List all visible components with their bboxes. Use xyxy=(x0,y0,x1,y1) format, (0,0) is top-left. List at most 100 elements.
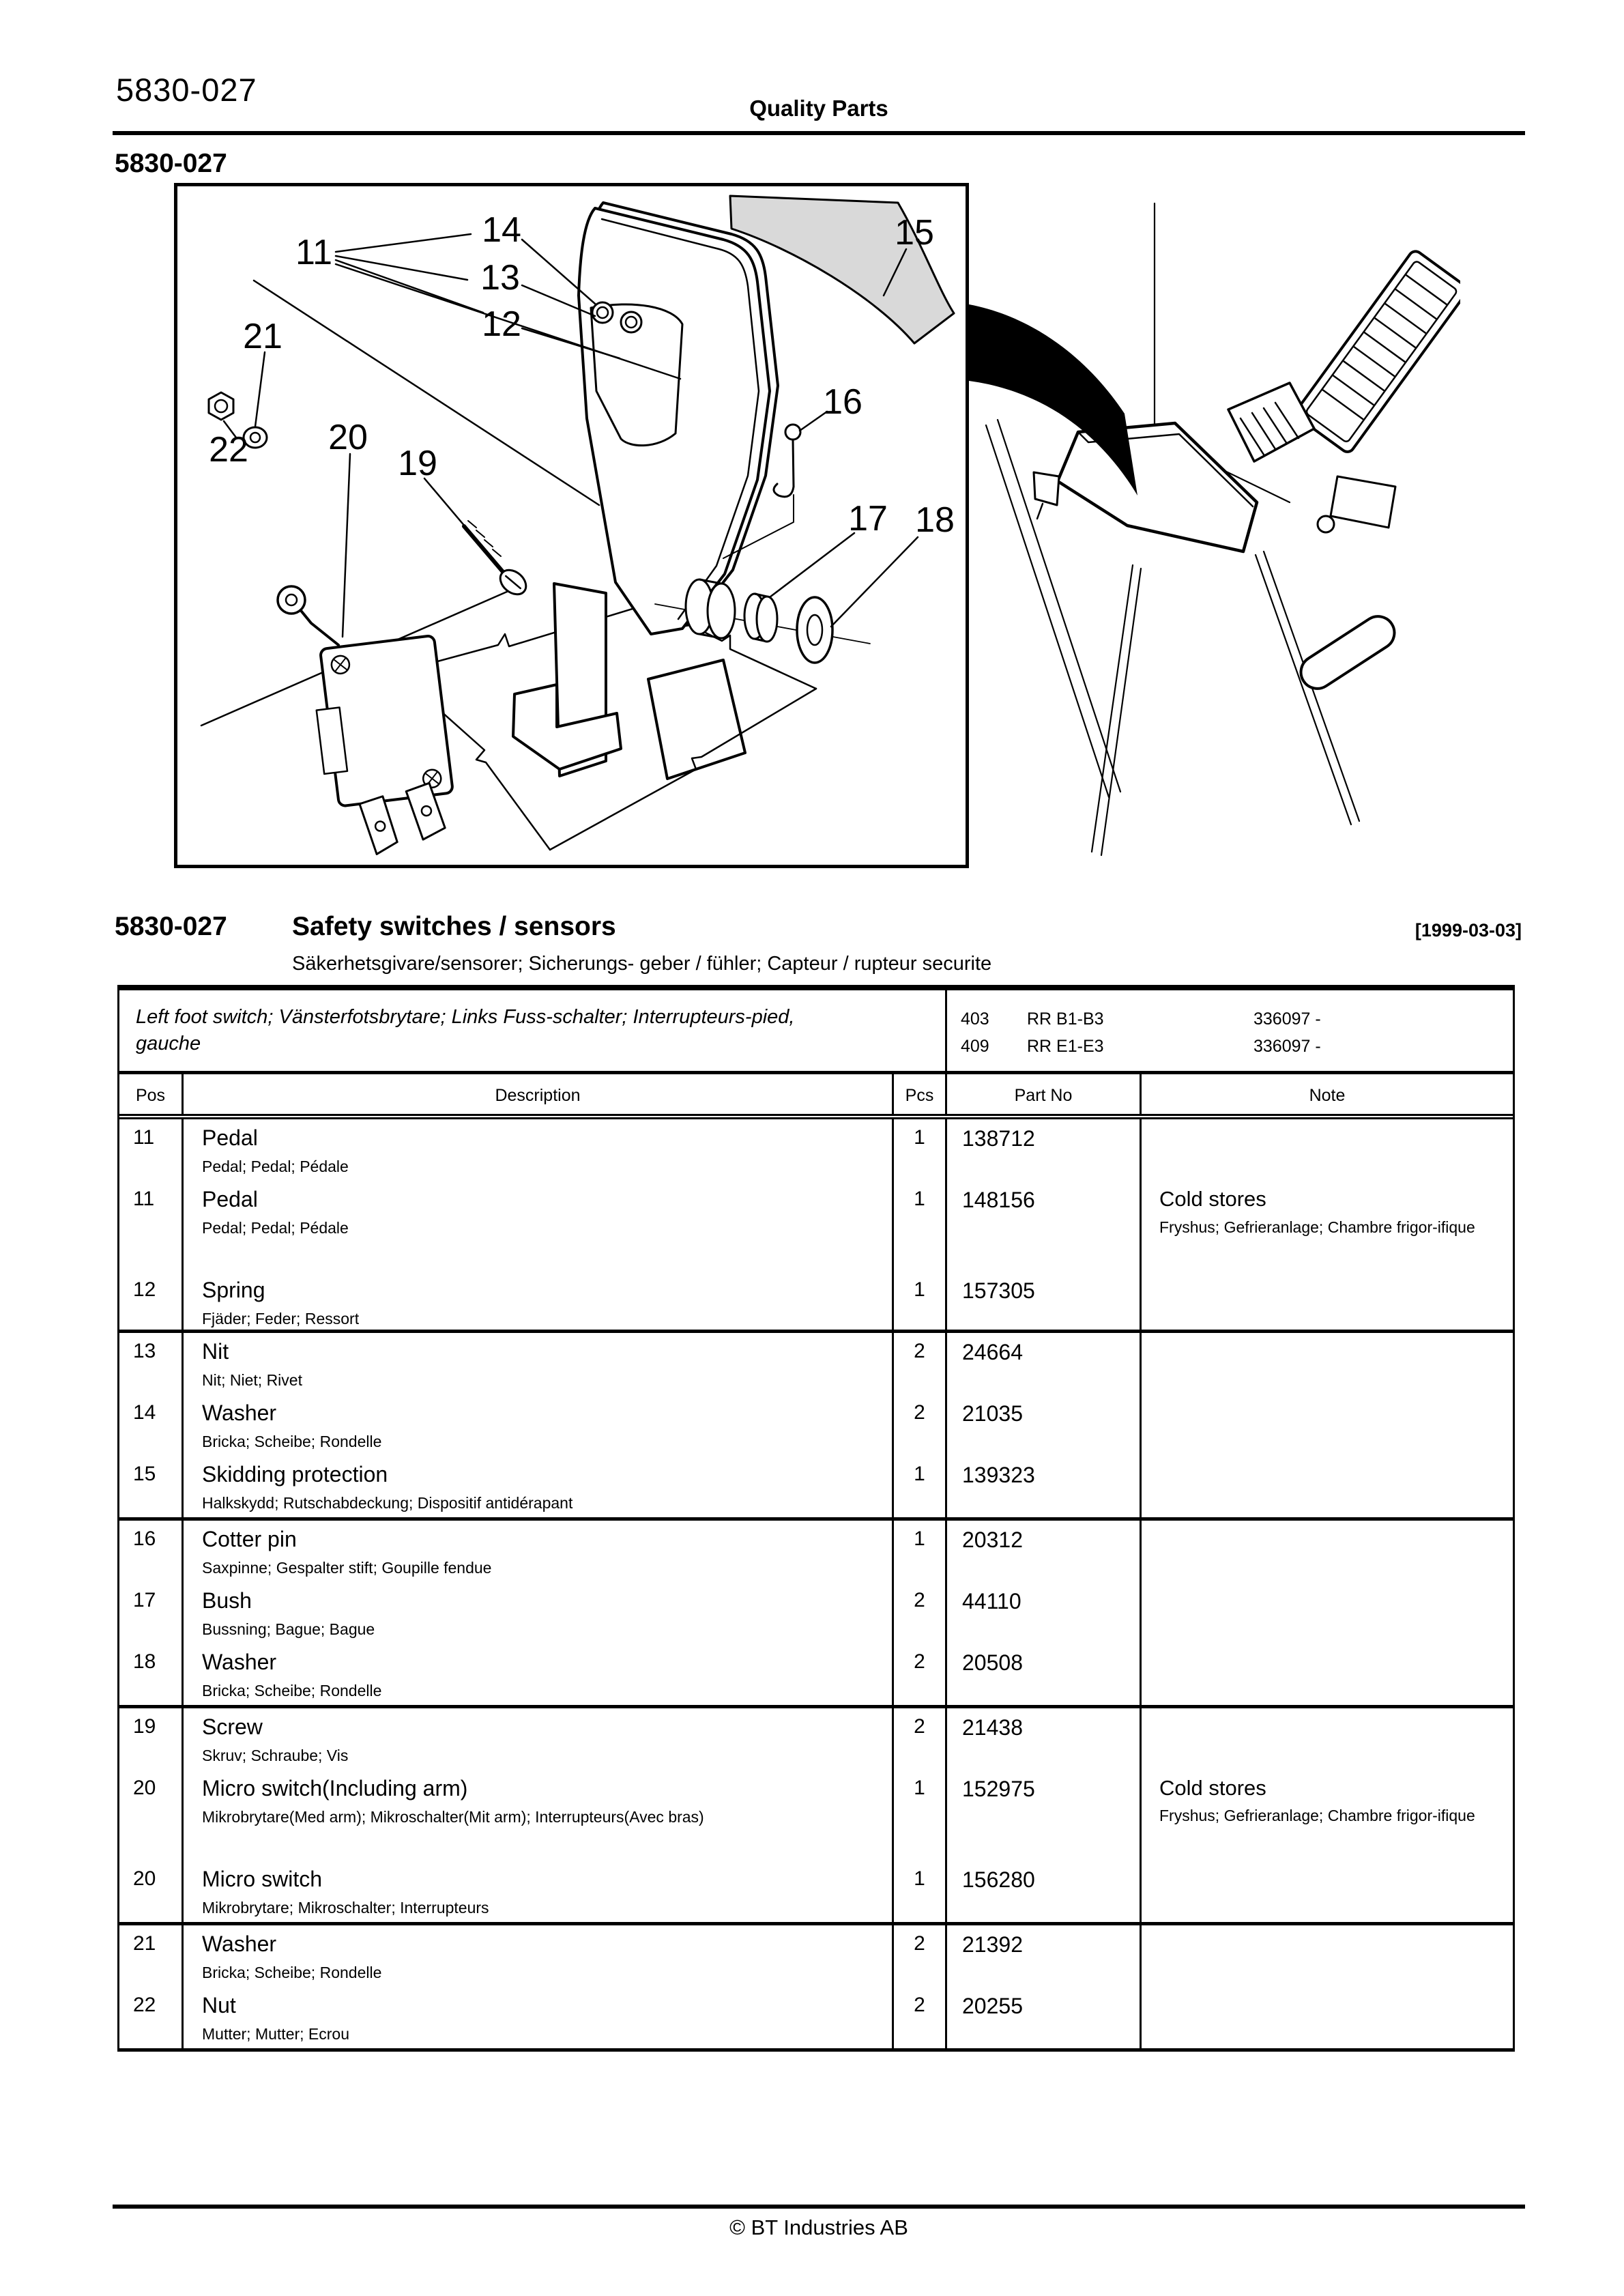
parts-table: Left foot switch; Vänsterfotsbrytare; Li… xyxy=(117,985,1515,2052)
row-description: Washer Bricka; Scheibe; Rondelle xyxy=(184,1925,894,1987)
row-pcs: 2 xyxy=(894,1708,947,1770)
table-group: 19 Screw Skruv; Schraube; Vis 2 21438 20… xyxy=(119,1704,1513,1922)
column-header-pos: Pos xyxy=(119,1074,184,1114)
row-note xyxy=(1142,1987,1513,2048)
inner-panel xyxy=(590,303,684,447)
row-pcs: 1 xyxy=(894,1455,947,1517)
row-pos: 20 xyxy=(119,1860,184,1922)
table-group: 11 Pedal Pedal; Pedal; Pédale 1 138712 1… xyxy=(119,1119,1513,1330)
description-main: Micro switch xyxy=(202,1866,323,1891)
row-pos: 11 xyxy=(119,1181,184,1272)
row-partno: 20312 xyxy=(947,1520,1142,1582)
description-main: Washer xyxy=(202,1649,277,1674)
description-sub: Skruv; Schraube; Vis xyxy=(202,1746,349,1764)
variant-name: Left foot switch; Vänsterfotsbrytare; Li… xyxy=(119,990,947,1071)
row-description: Washer Bricka; Scheibe; Rondelle xyxy=(184,1394,894,1456)
table-group: 21 Washer Bricka; Scheibe; Rondelle 2 21… xyxy=(119,1921,1513,2048)
description-main: Bush xyxy=(202,1588,252,1613)
row-pos: 17 xyxy=(119,1581,184,1644)
skid-protection xyxy=(729,195,955,345)
description-sub: Bricka; Scheibe; Rondelle xyxy=(202,1681,382,1699)
row-description: Spring Fjäder; Feder; Ressort xyxy=(184,1272,894,1330)
table-row: 20 Micro switch(Including arm) Mikrobryt… xyxy=(119,1769,1513,1861)
row-pos: 22 xyxy=(119,1986,184,2048)
figure-code: 5830-027 xyxy=(115,149,227,178)
row-partno: 21035 xyxy=(947,1394,1142,1456)
pivot-hub xyxy=(684,578,736,640)
footer-rule xyxy=(113,2205,1525,2209)
row-pos: 16 xyxy=(119,1520,184,1582)
description-sub: Mikrobrytare(Med arm); Mikroschalter(Mit… xyxy=(202,1807,704,1826)
table-row: 16 Cotter pin Saxpinne; Gespalter stift;… xyxy=(119,1520,1513,1582)
exploded-view-figure: 11 12 13 14 15 16 17 18 19 20 21 22 xyxy=(174,183,969,868)
pedal-bracket xyxy=(512,582,746,780)
row-note xyxy=(1142,1333,1513,1394)
description-main: Micro switch(Including arm) xyxy=(202,1775,468,1800)
description-sub: Pedal; Pedal; Pédale xyxy=(202,1157,349,1175)
section-date: [1999-03-03] xyxy=(1415,920,1522,941)
column-header-partno: Part No xyxy=(947,1074,1142,1114)
description-sub: Pedal; Pedal; Pédale xyxy=(202,1218,349,1237)
figure-callout-20: 20 xyxy=(328,418,368,457)
header-title: Quality Parts xyxy=(749,96,888,121)
description-main: Washer xyxy=(202,1400,277,1425)
row-partno: 157305 xyxy=(947,1272,1142,1330)
description-sub: Fjäder; Feder; Ressort xyxy=(202,1309,360,1328)
row-pcs: 1 xyxy=(894,1520,947,1582)
description-main: Washer xyxy=(202,1931,277,1956)
table-row: 21 Washer Bricka; Scheibe; Rondelle 2 21… xyxy=(119,1925,1513,1987)
row-description: Pedal Pedal; Pedal; Pédale xyxy=(184,1119,894,1181)
row-description: Micro switch(Including arm) Mikrobrytare… xyxy=(184,1769,894,1861)
brake-pedal xyxy=(1227,382,1316,463)
table-row: 13 Nit Nit; Niet; Rivet 2 24664 xyxy=(119,1332,1513,1394)
row-pcs: 1 xyxy=(894,1181,947,1272)
row-pcs: 1 xyxy=(894,1272,947,1330)
row-partno: 24664 xyxy=(947,1332,1142,1394)
row-note xyxy=(1142,1272,1513,1330)
row-note xyxy=(1142,1521,1513,1582)
note-sub: Fryshus; Gefrieranlage; Chambre frigor-i… xyxy=(1159,1218,1475,1236)
row-note xyxy=(1142,1582,1513,1644)
row-pos: 11 xyxy=(119,1119,184,1181)
model-serial: 336097 - xyxy=(1253,1009,1321,1029)
description-sub: Bussning; Bague; Bague xyxy=(202,1620,375,1638)
row-pcs: 2 xyxy=(894,1394,947,1456)
row-partno: 21392 xyxy=(947,1925,1142,1987)
row-note xyxy=(1142,1861,1513,1922)
table-row: 22 Nut Mutter; Mutter; Ecrou 2 20255 xyxy=(119,1986,1513,2048)
row-note xyxy=(1142,1644,1513,1705)
row-partno: 21438 xyxy=(947,1708,1142,1770)
row-description: Nit Nit; Niet; Rivet xyxy=(184,1332,894,1394)
row-pos: 13 xyxy=(119,1332,184,1394)
row-note xyxy=(1142,1456,1513,1517)
table-row: 11 Pedal Pedal; Pedal; Pédale 1 148156 C… xyxy=(119,1181,1513,1272)
row-pcs: 1 xyxy=(894,1119,947,1181)
column-header-description: Description xyxy=(184,1074,894,1114)
row-pcs: 2 xyxy=(894,1986,947,2048)
row-partno: 148156 xyxy=(947,1181,1142,1272)
table-row: 19 Screw Skruv; Schraube; Vis 2 21438 xyxy=(119,1708,1513,1770)
foot-switch-pedal xyxy=(1032,421,1259,554)
cab-location-illustration xyxy=(969,202,1460,857)
description-main: Nit xyxy=(202,1338,229,1364)
column-header-pcs: Pcs xyxy=(894,1074,947,1114)
note-sub: Fryshus; Gefrieranlage; Chambre frigor-i… xyxy=(1159,1807,1475,1825)
row-pcs: 1 xyxy=(894,1860,947,1922)
row-pos: 19 xyxy=(119,1708,184,1770)
section-subtitle: Säkerhetsgivare/sensorer; Sicherungs- ge… xyxy=(292,953,992,975)
washer-large xyxy=(796,596,834,664)
model-code: 403 xyxy=(961,1009,989,1029)
table-row: 12 Spring Fjäder; Feder; Ressort 1 15730… xyxy=(119,1272,1513,1330)
row-pos: 20 xyxy=(119,1769,184,1861)
row-pcs: 2 xyxy=(894,1581,947,1644)
row-partno: 156280 xyxy=(947,1860,1142,1922)
row-pcs: 2 xyxy=(894,1643,947,1705)
description-main: Screw xyxy=(202,1714,263,1739)
bush xyxy=(743,592,779,643)
description-main: Skidding protection xyxy=(202,1461,388,1487)
row-pos: 12 xyxy=(119,1272,184,1330)
description-main: Nut xyxy=(202,1992,236,2018)
section-title: Safety switches / sensors xyxy=(292,912,616,941)
footer-copyright: © BT Industries AB xyxy=(729,2215,908,2239)
